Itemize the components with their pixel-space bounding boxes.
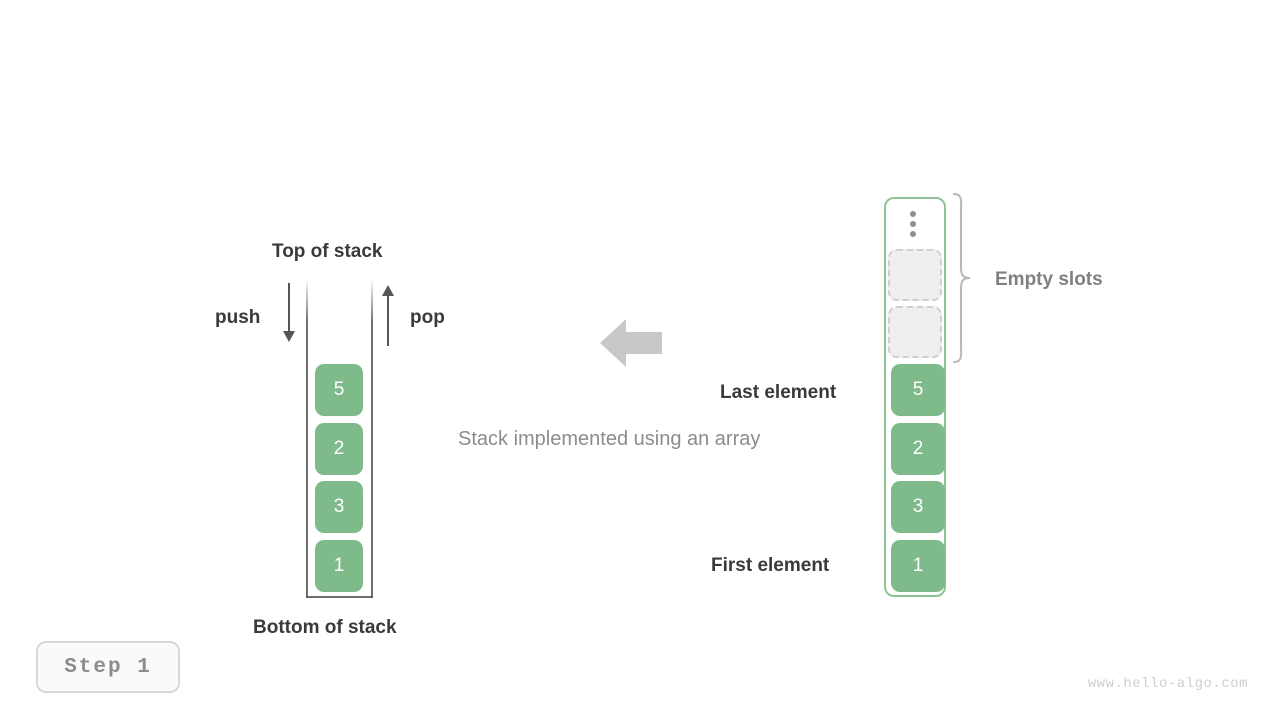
first-element-label: First element [711, 555, 830, 576]
array-cell: 2 [891, 423, 945, 475]
step-badge: Step 1 [36, 641, 180, 693]
empty-slot [888, 249, 942, 301]
vertical-ellipsis-icon [910, 211, 917, 237]
stack-wall-left [306, 278, 308, 598]
arrow-left-icon [600, 315, 664, 376]
array-cell: 1 [891, 540, 945, 592]
stack-cell: 5 [315, 364, 363, 416]
diagram-caption: Stack implemented using an array [458, 428, 761, 450]
push-arrow-shaft [288, 283, 290, 333]
watermark: www.hello-algo.com [1087, 676, 1248, 692]
bottom-of-stack-label: Bottom of stack [253, 617, 397, 638]
empty-slot [888, 306, 942, 358]
stack-wall-right [371, 278, 373, 598]
empty-slots-label: Empty slots [995, 269, 1103, 290]
pop-arrow-shaft [387, 296, 389, 346]
push-label: push [215, 307, 261, 328]
stack-floor [306, 596, 373, 598]
stack-cell: 3 [315, 481, 363, 533]
array-cell: 5 [891, 364, 945, 416]
stack-cell: 2 [315, 423, 363, 475]
step-badge-label: Step 1 [64, 655, 152, 679]
top-of-stack-label: Top of stack [272, 241, 383, 262]
stack-cell: 1 [315, 540, 363, 592]
pop-label: pop [410, 307, 445, 328]
array-cell: 3 [891, 481, 945, 533]
arrow-down-icon [283, 331, 295, 342]
last-element-label: Last element [720, 382, 837, 403]
curly-brace-icon [950, 192, 974, 369]
arrow-up-icon [382, 285, 394, 296]
